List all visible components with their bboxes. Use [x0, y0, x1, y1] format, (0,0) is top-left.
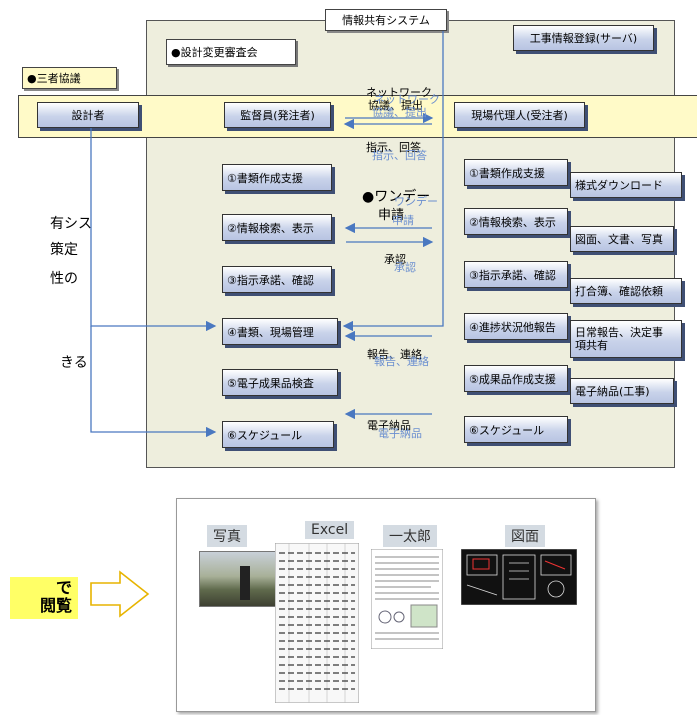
instruct-ghost: 指示、回答 [372, 149, 427, 162]
delivery-label: 電子納品 [367, 419, 411, 432]
supervisor-label: 監督員(発注者) [240, 109, 315, 122]
three-party-tag: ●三者協議 [22, 67, 117, 89]
apply-label: 申請 [378, 208, 405, 223]
review-board-tag: ●設計変更審査会 [166, 39, 296, 65]
system-title-tag: 情報共有システム [325, 9, 447, 31]
contractor-detail-1: 様式ダウンロード [570, 172, 682, 198]
supervisor-function-label: ⑥スケジュール [227, 428, 303, 442]
left-fragment-2: 策定 [50, 242, 78, 258]
server-label: 工事情報登録(サーバ) [529, 32, 638, 45]
contractor-box: 現場代理人(受注者) [454, 102, 585, 128]
contractor-function-4: ④進捗状況他報告 [464, 313, 568, 340]
contractor-function-label: ①書類作成支援 [469, 166, 545, 180]
apply-ghost: 申請 [392, 214, 414, 227]
view-label-line1: で [55, 578, 72, 597]
doc-label-excel: Excel [305, 521, 355, 539]
doc-label-ichitaro: 一太郎 [383, 525, 437, 547]
network-ghost: ネットワーク [374, 93, 440, 106]
supervisor-function-6: ⑥スケジュール [222, 421, 334, 448]
contractor-label: 現場代理人(受注者) [471, 109, 568, 122]
ichitaro-thumbnail [371, 549, 443, 649]
three-party-label: ●三者協議 [27, 72, 81, 85]
contractor-function-label: ⑥スケジュール [469, 423, 545, 437]
drawing-thumbnail [461, 549, 577, 605]
view-label-line2: 閲覧 [39, 596, 72, 615]
designer-box: 設計者 [37, 102, 139, 128]
contractor-function-label: ④進捗状況他報告 [469, 320, 556, 334]
review-board-label: ●設計変更審査会 [171, 46, 258, 59]
contractor-function-5: ⑤成果品作成支援 [464, 365, 568, 392]
instruct-label: 指示、回答 [366, 141, 421, 154]
contractor-detail-label: 様式ダウンロード [575, 179, 663, 192]
supervisor-function-label: ③指示承諾、確認 [227, 273, 314, 287]
contractor-detail-label-cont: 項共有 [575, 339, 608, 352]
designer-label: 設計者 [71, 109, 105, 122]
doc-label-drawing: 図面 [505, 525, 545, 547]
supervisor-function-2: ②情報検索、表示 [222, 214, 332, 241]
view-label: で 閲覧 [10, 577, 78, 619]
contractor-detail-label: 電子納品(工事) [575, 385, 650, 398]
photo-thumbnail [199, 551, 283, 607]
network-label: ネットワーク [366, 86, 432, 99]
contractor-function-6: ⑥スケジュール [464, 416, 568, 443]
server-box: 工事情報登録(サーバ) [513, 25, 654, 51]
contractor-detail-2: 図面、文書、写真 [570, 226, 674, 252]
supervisor-function-label: ⑤電子成果品検査 [227, 376, 314, 390]
contractor-function-1: ①書類作成支援 [464, 159, 568, 186]
contractor-function-label: ⑤成果品作成支援 [469, 372, 556, 386]
delivery-ghost: 電子納品 [378, 427, 422, 440]
contractor-detail-label: 図面、文書、写真 [575, 233, 663, 246]
supervisor-function-label: ①書類作成支援 [227, 171, 303, 185]
surveyor-figure [240, 566, 250, 600]
doc-label-photo: 写真 [207, 525, 247, 547]
approve-label: 承認 [384, 253, 406, 266]
contractor-detail-label: 日常報告、決定事 [575, 326, 663, 339]
contractor-detail-4: 日常報告、決定事 項共有 [570, 320, 682, 358]
supervisor-function-1: ①書類作成支援 [222, 164, 332, 191]
document-preview: 写真 Excel 一太郎 図面 [176, 498, 596, 712]
supervisor-function-3: ③指示承諾、確認 [222, 266, 332, 293]
consult-ghost: 協議、提出 [372, 106, 427, 119]
supervisor-function-label: ②情報検索、表示 [227, 221, 314, 235]
excel-thumbnail [275, 543, 359, 703]
system-title: 情報共有システム [342, 14, 430, 27]
contractor-function-3: ③指示承諾、確認 [464, 261, 568, 288]
report-ghost: 報告、連絡 [374, 355, 429, 368]
supervisor-box: 監督員(発注者) [224, 102, 331, 128]
left-fragment-4: きる [60, 355, 88, 371]
contractor-detail-label: 打合簿、確認依頼 [575, 285, 663, 298]
report-label: 報告、連絡 [367, 348, 422, 361]
contractor-function-2: ②情報検索、表示 [464, 208, 568, 235]
approve-ghost: 承認 [394, 261, 416, 274]
contractor-detail-5: 電子納品(工事) [570, 378, 674, 404]
contractor-function-label: ③指示承諾、確認 [469, 268, 556, 282]
contractor-detail-3: 打合簿、確認依頼 [570, 278, 682, 304]
left-fragment-1: 有シス [50, 216, 92, 232]
left-fragment-3: 性の [50, 271, 78, 287]
oneday-ghost: ワンデー [394, 195, 438, 208]
supervisor-function-label: ④書類、現場管理 [227, 325, 314, 339]
supervisor-function-4: ④書類、現場管理 [222, 318, 338, 345]
oneday-label: ●ワンデー [362, 189, 431, 205]
contractor-function-label: ②情報検索、表示 [469, 215, 556, 229]
supervisor-function-5: ⑤電子成果品検査 [222, 369, 338, 396]
consult-label: 協議、提出 [368, 99, 423, 112]
